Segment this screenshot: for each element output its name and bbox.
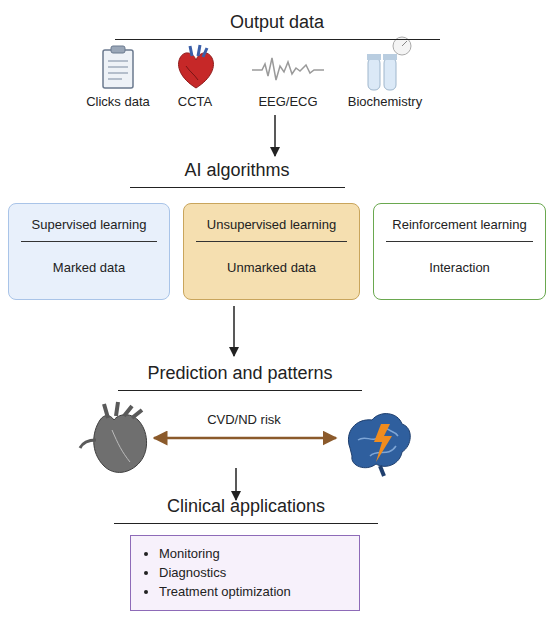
- flow-arrow: [274, 115, 276, 156]
- bullet-item: Monitoring: [159, 544, 359, 563]
- heart-illustration: [80, 402, 147, 472]
- method-box: Reinforcement learningInteraction: [373, 203, 546, 300]
- method-box: Supervised learningMarked data: [8, 203, 170, 300]
- box-title: Unsupervised learning: [196, 217, 347, 242]
- brain-illustration: [348, 414, 410, 476]
- section-heading: Clinical applications: [114, 495, 378, 524]
- source-label: CCTA: [150, 94, 240, 110]
- arrow-label: CVD/ND risk: [179, 412, 309, 428]
- risk-arrow: [154, 437, 336, 440]
- box-title: Reinforcement learning: [386, 217, 533, 242]
- box-title: Supervised learning: [21, 217, 157, 242]
- bullet-item: Treatment optimization: [159, 582, 359, 601]
- bullet-item: Diagnostics: [159, 563, 359, 582]
- heart-icon: [179, 45, 214, 88]
- test-tubes-icon: [367, 37, 411, 90]
- box-body: Interaction: [374, 260, 545, 276]
- source-label: EEG/ECG: [238, 94, 338, 110]
- clipboard-icon: [103, 46, 133, 88]
- source-label: Biochemistry: [330, 94, 440, 110]
- box-body: Marked data: [9, 260, 169, 276]
- box-body: Unmarked data: [184, 260, 359, 276]
- section-heading: Prediction and patterns: [118, 362, 362, 391]
- source-label: Clicks data: [68, 94, 168, 110]
- method-box: Unsupervised learningUnmarked data: [183, 203, 360, 300]
- application-box: Clinical applicationsMonitoringDiagnosti…: [130, 535, 360, 611]
- section-heading: Output data: [115, 11, 440, 40]
- flow-arrow: [235, 468, 237, 500]
- section-heading: AI algorithms: [130, 159, 345, 188]
- flow-arrow: [233, 306, 235, 356]
- bullet-list: MonitoringDiagnosticsTreatment optimizat…: [131, 544, 359, 601]
- waveform-icon: [252, 58, 324, 80]
